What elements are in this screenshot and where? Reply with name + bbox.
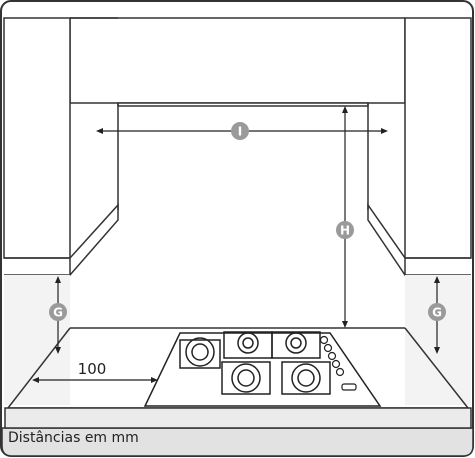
dimension-i-badge — [231, 122, 249, 140]
dimension-g-right-label: G — [432, 306, 442, 320]
knobs — [319, 335, 357, 391]
dimension-h-badge — [336, 221, 354, 239]
countertop — [4, 327, 472, 429]
side-distance-dimension — [32, 377, 158, 383]
left-upper-cabinet — [3, 17, 119, 277]
caption: Distâncias em mm — [8, 430, 139, 446]
left-wall-shade — [4, 275, 70, 405]
burners — [179, 331, 331, 395]
dimension-g-left-badge — [49, 303, 67, 321]
dimension-g-left-label: G — [53, 306, 63, 320]
cooktop — [143, 331, 382, 407]
side-distance-label: 100 — [78, 360, 107, 378]
dimension-h — [342, 106, 348, 328]
dimension-h-label: H — [340, 224, 350, 238]
caption-bar — [1, 427, 474, 457]
dimension-i-label: I — [238, 125, 242, 139]
dimension-g-right-badge — [428, 303, 446, 321]
right-wall-shade — [405, 275, 471, 405]
